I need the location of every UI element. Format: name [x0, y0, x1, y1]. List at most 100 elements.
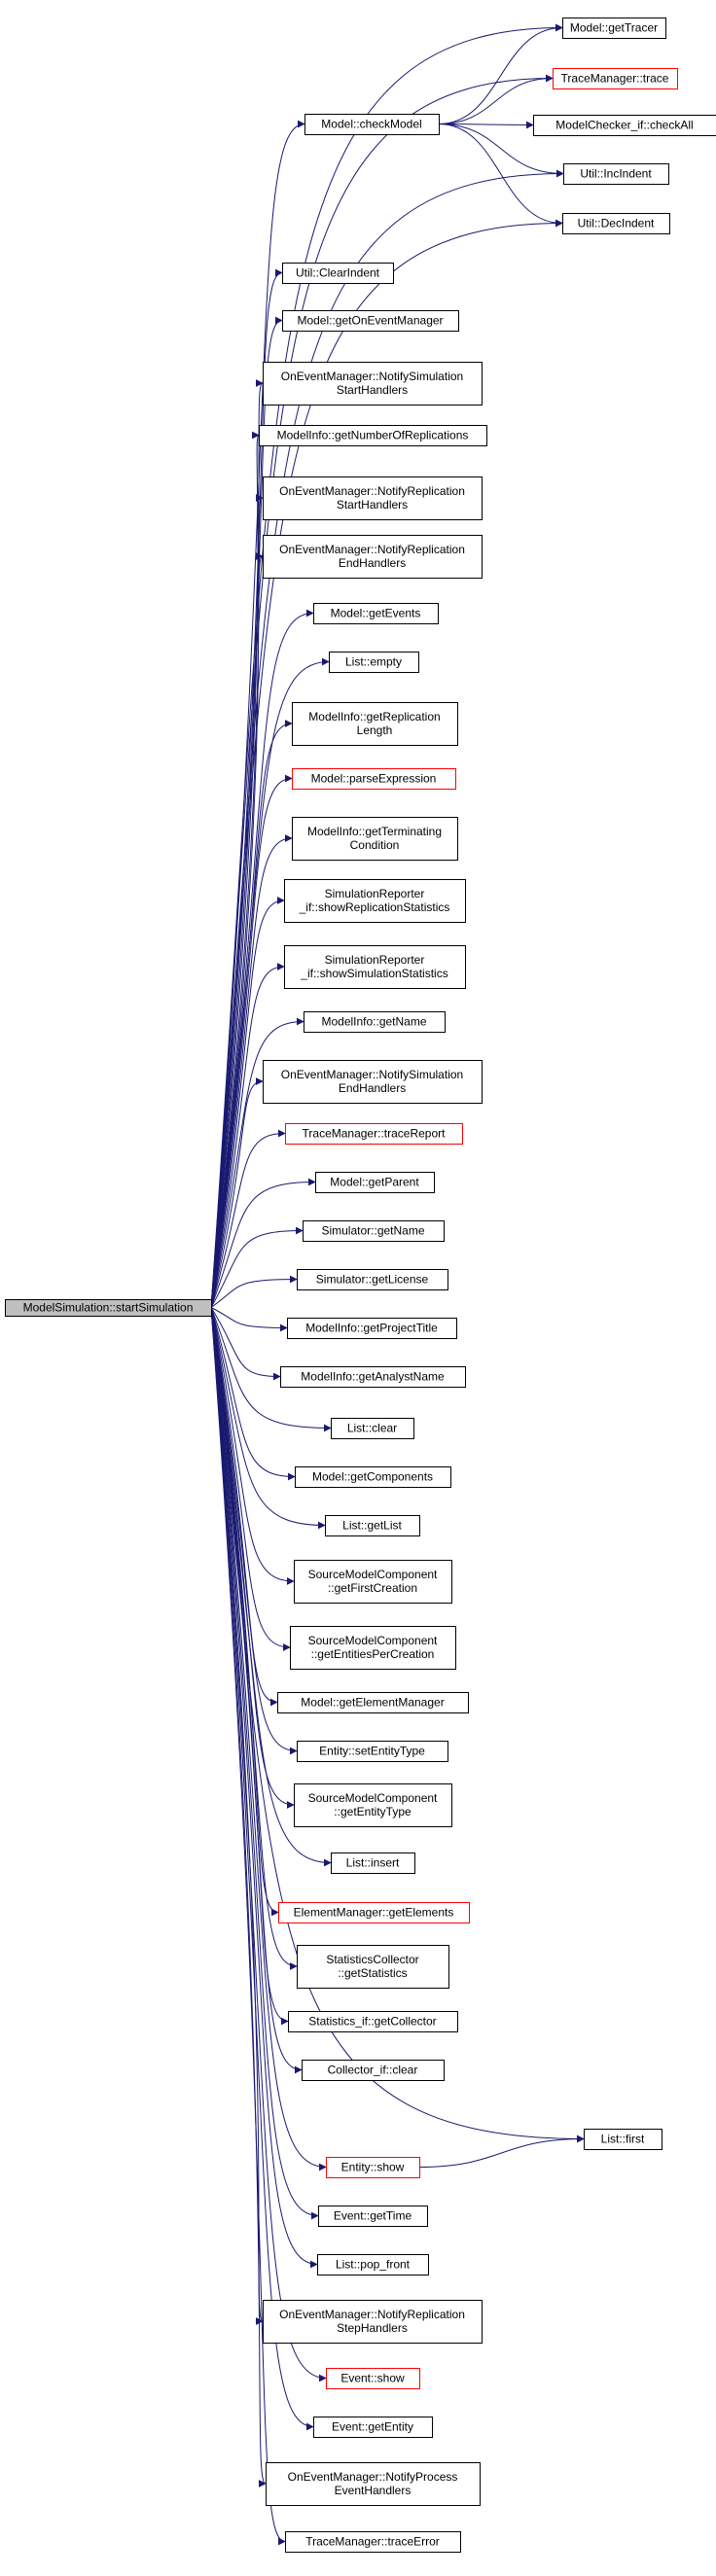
node-getLicense[interactable]: Simulator::getLicense [297, 1269, 448, 1290]
node-getStatistics[interactable]: StatisticsCollector::getStatistics [297, 1945, 449, 1989]
node-notifySimStart[interactable]: OnEventManager::NotifySimulationStartHan… [263, 362, 483, 406]
node-label: _if::showReplicationStatistics [299, 900, 450, 914]
edge-start-to-getList [210, 1307, 326, 1530]
node-clearIndent[interactable]: Util::ClearIndent [282, 263, 394, 284]
edge-start-to-incIndent [210, 169, 564, 1308]
edge-checkModel-to-checkAll [438, 121, 534, 129]
node-getNumReps[interactable]: ModelInfo::getNumberOfReplications [259, 425, 487, 446]
node-getEntity[interactable]: Event::getEntity [313, 2417, 433, 2438]
node-listInsert[interactable]: List::insert [331, 1853, 415, 1874]
edge-start-to-getEntPerCreation [210, 1307, 291, 1651]
node-box [313, 2417, 433, 2438]
node-notifyRepEnd[interactable]: OnEventManager::NotifyReplicationEndHand… [263, 535, 483, 579]
node-decIndent[interactable]: Util::DecIndent [562, 213, 670, 234]
node-incIndent[interactable]: Util::IncIndent [563, 163, 669, 185]
node-getComponents[interactable]: Model::getComponents [295, 1466, 451, 1488]
node-getOnEventManager[interactable]: Model::getOnEventManager [282, 310, 459, 332]
node-start[interactable]: ModelSimulation::startSimulation [5, 1299, 212, 1317]
edge-checkModel-to-decIndent [438, 124, 563, 228]
node-infoGetName[interactable]: ModelInfo::getName [304, 1011, 446, 1033]
node-label: EventHandlers [335, 2484, 412, 2497]
node-label: ModelInfo::getNumberOfReplications [277, 429, 469, 442]
edge-start-to-getTermCond [210, 834, 293, 1308]
node-showSimStats[interactable]: SimulationReporter_if::showSimulationSta… [284, 945, 466, 989]
node-eventShow[interactable]: Event::show [326, 2368, 420, 2389]
node-traceReport[interactable]: TraceManager::traceReport [285, 1123, 463, 1145]
node-entityShow[interactable]: Entity::show [326, 2157, 420, 2178]
node-getParent[interactable]: Model::getParent [315, 1172, 435, 1193]
node-simGetName[interactable]: Simulator::getName [303, 1220, 445, 1242]
node-notifySimEnd[interactable]: OnEventManager::NotifySimulationEndHandl… [263, 1060, 483, 1104]
node-popFront[interactable]: List::pop_front [317, 2254, 429, 2276]
node-label: StartHandlers [337, 383, 408, 397]
node-label: Model::getComponents [312, 1470, 433, 1484]
node-box [325, 1515, 420, 1536]
node-listFirst[interactable]: List::first [584, 2129, 662, 2150]
node-box [297, 1945, 449, 1989]
node-box [284, 945, 466, 989]
node-label: ::getEntitiesPerCreation [311, 1647, 435, 1661]
node-label: ModelInfo::getTerminating [307, 825, 442, 838]
node-getEntityType[interactable]: SourceModelComponent::getEntityType [294, 1783, 452, 1827]
node-box [290, 1626, 456, 1670]
edge-start-to-entityShow [210, 1307, 327, 2171]
node-getFirstCreation[interactable]: SourceModelComponent::getFirstCreation [294, 1560, 452, 1604]
edge-start-to-getLicense [210, 1275, 298, 1308]
node-getAnalyst[interactable]: ModelInfo::getAnalystName [280, 1366, 466, 1388]
node-notifyProcess[interactable]: OnEventManager::NotifyProcessEventHandle… [266, 2462, 481, 2506]
node-label: List::first [601, 2133, 645, 2146]
node-notifyRepStep[interactable]: OnEventManager::NotifyReplicationStepHan… [263, 2300, 483, 2344]
node-notifyRepStart[interactable]: OnEventManager::NotifyReplicationStartHa… [263, 476, 483, 520]
node-box [303, 1220, 445, 1242]
node-box [317, 2254, 429, 2276]
node-listClear[interactable]: List::clear [331, 1418, 414, 1439]
edge-start-to-getRepLength [210, 720, 293, 1308]
node-label: Condition [350, 838, 400, 852]
edge-start-to-getNumReps [210, 431, 260, 1308]
node-label: OnEventManager::NotifyReplication [279, 543, 465, 556]
node-box [294, 1783, 452, 1827]
node-traceError[interactable]: TraceManager::traceError [285, 2531, 461, 2553]
node-box [294, 1560, 452, 1604]
node-eventGetTime[interactable]: Event::getTime [318, 2205, 428, 2227]
edge-start-to-traceError [210, 1307, 286, 2546]
node-label: Collector_if::clear [328, 2064, 418, 2077]
node-getProjTitle[interactable]: ModelInfo::getProjectTitle [287, 1318, 457, 1339]
node-box [278, 1902, 470, 1923]
node-getElementMgr[interactable]: Model::getElementManager [277, 1692, 469, 1713]
node-label: ::getEntityType [334, 1805, 412, 1818]
edge-start-to-popFront [210, 1307, 318, 2269]
node-checkAll[interactable]: ModelChecker_if::checkAll [533, 115, 716, 136]
edge-start-to-notifySimStart [210, 379, 264, 1308]
edge-start-to-listEmpty [210, 657, 330, 1308]
node-parseExpr[interactable]: Model::parseExpression [292, 768, 456, 790]
node-label: SimulationReporter [325, 887, 425, 900]
node-label: ModelInfo::getName [321, 1015, 426, 1029]
edge-start-to-getStatistics [210, 1307, 298, 1970]
node-listEmpty[interactable]: List::empty [329, 652, 419, 673]
node-getList[interactable]: List::getList [325, 1515, 420, 1536]
node-setEntityType[interactable]: Entity::setEntityType [297, 1741, 448, 1762]
node-box [263, 2300, 483, 2344]
node-box [562, 18, 666, 39]
node-label: Model::parseExpression [311, 772, 437, 786]
edges-layer [210, 23, 585, 2546]
node-collectorClear[interactable]: Collector_if::clear [302, 2060, 445, 2081]
node-label: TraceManager::traceReport [303, 1127, 447, 1141]
node-label: OnEventManager::NotifySimulation [281, 370, 463, 383]
node-label: Model::getEvents [331, 607, 421, 620]
edge-start-to-getParent [210, 1178, 316, 1308]
edge-entityShow-to-listFirst [418, 2135, 585, 2168]
node-getEvents[interactable]: Model::getEvents [313, 603, 439, 624]
node-getCollector[interactable]: Statistics_if::getCollector [288, 2011, 458, 2032]
node-box [292, 817, 458, 861]
node-getElements[interactable]: ElementManager::getElements [278, 1902, 470, 1923]
node-showRepStats[interactable]: SimulationReporter_if::showReplicationSt… [284, 879, 466, 923]
node-getTracer[interactable]: Model::getTracer [562, 18, 666, 39]
node-checkModel[interactable]: Model::checkModel [304, 114, 440, 135]
node-trace[interactable]: TraceManager::trace [553, 68, 678, 89]
node-getEntPerCreation[interactable]: SourceModelComponent::getEntitiesPerCrea… [290, 1626, 456, 1670]
node-label: ModelSimulation::startSimulation [23, 1301, 194, 1315]
